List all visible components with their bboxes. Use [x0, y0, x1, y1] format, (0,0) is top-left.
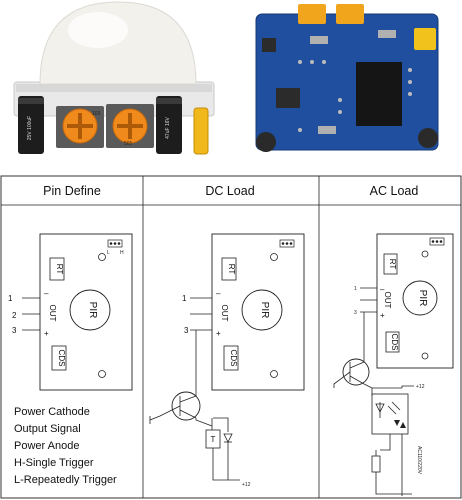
capacitor-right-label: 47uF 16V: [165, 116, 171, 138]
ac-out-label: OUT: [383, 292, 392, 309]
column-title-ac-load: AC Load: [370, 184, 419, 198]
pot-left-label: 103: [92, 111, 101, 117]
ac-pin-1-label: 1: [354, 286, 357, 292]
capacitor-right: [156, 96, 182, 154]
ac-transistor: [342, 358, 370, 386]
dc-supply-label: +12: [242, 482, 251, 488]
module-dc-load: RT CDS PIR – OUT +: [211, 233, 305, 391]
ac-load-resistor: [371, 455, 381, 473]
capacitor-left: [18, 96, 44, 154]
plus-label: +: [44, 329, 49, 338]
column-title-pin-define: Pin Define: [43, 184, 101, 198]
ac-mains-label: AC110/220V: [416, 446, 422, 475]
dc-load-circuit: T +12: [149, 330, 251, 488]
minus-label: –: [44, 289, 49, 298]
dc-transistor: [171, 391, 201, 421]
dc-out-label: OUT: [220, 305, 229, 322]
ac-plus-label: +: [380, 311, 385, 320]
module-pin-define: L H RT CDS PIR – OUT +: [39, 233, 133, 391]
pin-3-label: 3: [12, 326, 17, 335]
pin-1-label: 1: [8, 294, 13, 303]
dc-cds-label: CDS: [229, 350, 238, 367]
dc-rt-label: RT: [227, 264, 236, 275]
ac-pin-3-label: 3: [354, 310, 357, 316]
module-ac-load: RT CDS PIR – OUT +: [376, 233, 454, 369]
rt-label: RT: [55, 264, 64, 275]
pin-legend: Power Cathode Output Signal Power Anode …: [14, 406, 117, 486]
dc-pin-3-label: 3: [184, 326, 189, 335]
jumper-h-label: H: [120, 250, 124, 256]
legend-l-repeatedly-trigger: L-Repeatedly Trigger: [14, 474, 117, 486]
ac-minus-label: –: [380, 285, 385, 294]
column-title-dc-load: DC Load: [205, 184, 254, 198]
dc-pin-1-label: 1: [182, 294, 187, 303]
sensor-front-photo: 25V 100uF 103 501 47uF 16V: [13, 1, 215, 155]
capacitor-left-label: 25V 100uF: [27, 116, 33, 140]
table-border: [0, 175, 462, 499]
ac-rt-label: RT: [388, 259, 397, 270]
dc-pir-label: PIR: [259, 302, 270, 319]
pir-label: PIR: [87, 302, 98, 319]
jumper-l-label: L: [107, 250, 110, 256]
legend-h-single-trigger: H-Single Trigger: [14, 457, 94, 469]
dc-minus-label: –: [216, 289, 221, 298]
ac-load-circuit: +12 AC110/220V: [333, 312, 425, 496]
wiring-diagram: Pin Define DC Load AC Load L H RT CDS PI…: [0, 175, 462, 499]
legend-power-anode: Power Anode: [14, 440, 79, 452]
pin-2-label: 2: [12, 311, 17, 320]
ac-pir-label: PIR: [417, 290, 428, 307]
out-label: OUT: [48, 305, 57, 322]
pot-right-label: 501: [124, 141, 133, 147]
ic-chip: [356, 62, 402, 126]
cds-label: CDS: [57, 350, 66, 367]
legend-power-cathode: Power Cathode: [14, 406, 90, 418]
ac-supply-label: +12: [416, 384, 425, 390]
legend-output-signal: Output Signal: [14, 423, 81, 435]
product-photos: 25V 100uF 103 501 47uF 16V: [13, 1, 439, 155]
jumper-pin: [193, 107, 209, 155]
dc-relay-label: T: [211, 435, 216, 444]
ac-cds-label: CDS: [390, 334, 399, 351]
dc-plus-label: +: [216, 329, 221, 338]
sensor-back-photo: [255, 4, 439, 152]
